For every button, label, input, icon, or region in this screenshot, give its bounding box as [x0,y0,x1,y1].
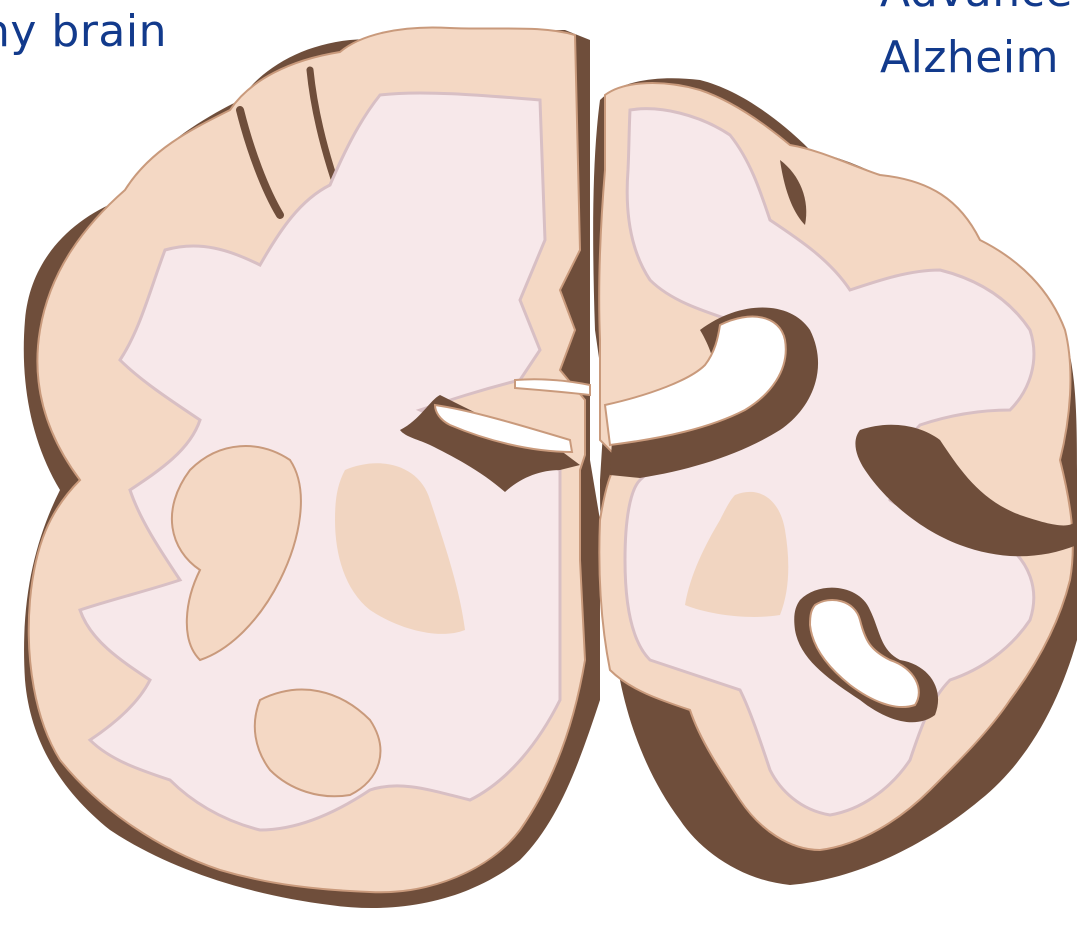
alzheimers-hemisphere-icon [593,78,1077,885]
healthy-hemisphere-icon [24,27,600,908]
